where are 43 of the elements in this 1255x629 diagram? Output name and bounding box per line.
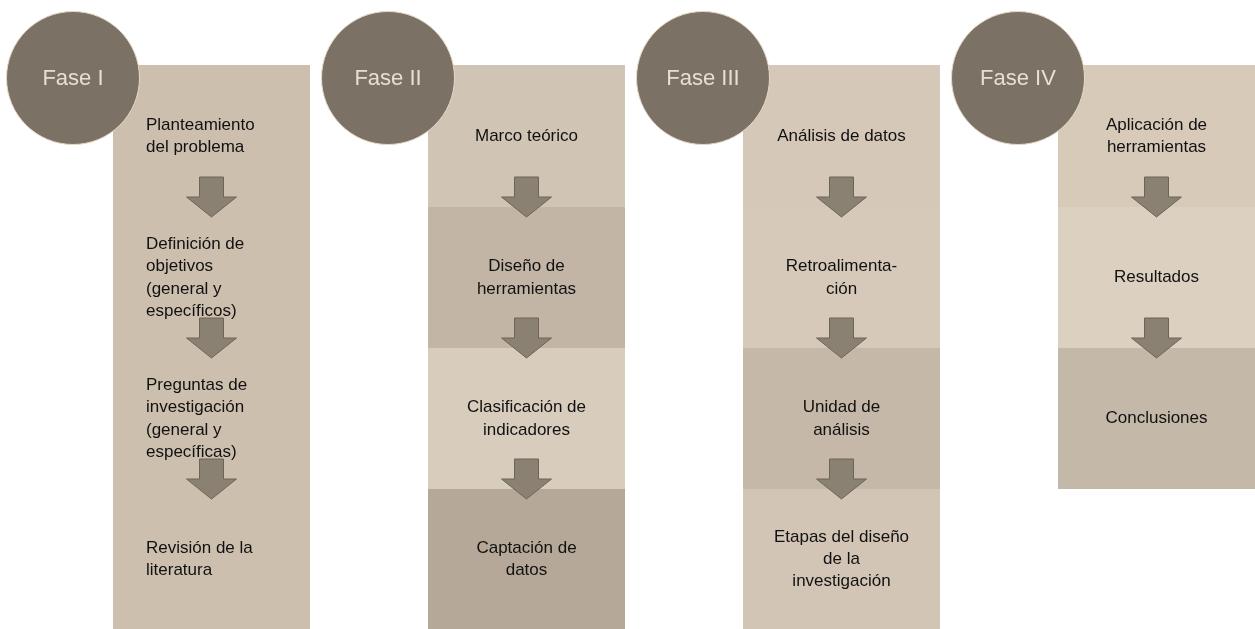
step-text: Marco teórico xyxy=(475,124,578,147)
step-text: Etapas del diseño de la investigación xyxy=(773,525,910,593)
step-box xyxy=(428,207,625,348)
step-box xyxy=(113,489,310,629)
block-arrow xyxy=(186,317,237,359)
step-box xyxy=(1058,348,1255,489)
step-box xyxy=(428,489,625,629)
phase-label: Fase I xyxy=(42,65,104,91)
phase-label: Fase II xyxy=(354,65,422,91)
step-text: Análisis de datos xyxy=(777,124,906,147)
step-text: Aplicación de herramientas xyxy=(1104,113,1209,158)
step-box xyxy=(743,65,940,207)
step-box xyxy=(743,489,940,629)
block-arrow xyxy=(501,458,552,500)
step-box xyxy=(1058,65,1255,207)
block-arrow xyxy=(186,176,237,218)
block-arrow xyxy=(816,317,867,359)
step-box xyxy=(1058,207,1255,348)
block-arrow xyxy=(501,176,552,218)
block-arrow xyxy=(186,458,237,500)
step-text: Preguntas de investigación (general y específicas) xyxy=(146,374,249,463)
block-arrow xyxy=(816,176,867,218)
phase-label: Fase III xyxy=(666,65,740,91)
step-text: Captación de datos xyxy=(475,536,578,581)
step-text: Resultados xyxy=(1113,266,1200,289)
step-box xyxy=(743,207,940,348)
step-text: Diseño de herramientas xyxy=(475,255,578,300)
phase-label: Fase IV xyxy=(980,65,1056,91)
block-arrow xyxy=(816,458,867,500)
step-text: Clasificación de indicadores xyxy=(465,396,588,441)
step-text: Planteamiento del problema xyxy=(146,113,256,158)
step-text: Conclusiones xyxy=(1105,407,1208,430)
step-box xyxy=(428,348,625,489)
step-text: Revisión de la literatura xyxy=(146,536,254,581)
step-text: Retroalimenta- ción xyxy=(784,255,899,300)
step-box xyxy=(743,348,940,489)
block-arrow xyxy=(1131,317,1182,359)
block-arrow xyxy=(1131,176,1182,218)
step-text: Unidad de análisis xyxy=(801,396,882,441)
step-box xyxy=(113,65,310,207)
step-text: Definición de objetivos (general y específicos) xyxy=(146,233,246,322)
step-box xyxy=(428,65,625,207)
block-arrow xyxy=(501,317,552,359)
